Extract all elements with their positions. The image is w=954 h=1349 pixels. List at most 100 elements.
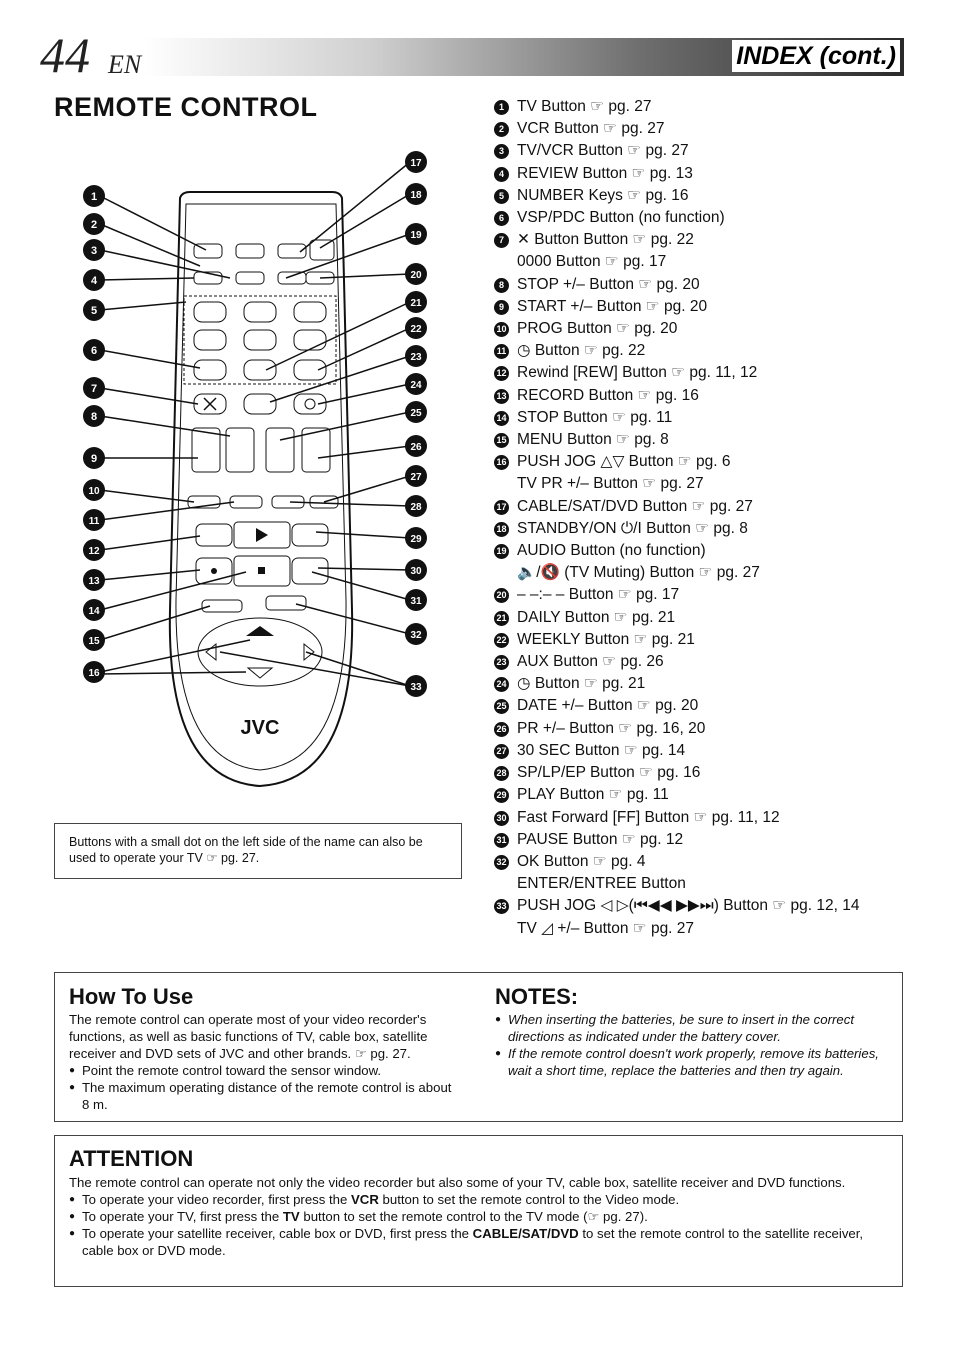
svg-text:9: 9 — [91, 453, 97, 465]
index-number-badge: 26 — [494, 721, 509, 737]
record-icon — [211, 568, 217, 574]
stop-icon — [258, 567, 265, 574]
index-item-text: PLAY Button ☞ pg. 11 — [517, 786, 669, 804]
index-item: 20– –:– – Button ☞ pg. 17 — [494, 584, 914, 606]
svg-text:19: 19 — [410, 230, 422, 241]
index-item-text: NUMBER Keys ☞ pg. 16 — [517, 186, 689, 204]
jog-down-icon — [246, 667, 274, 679]
index-number-badge: 10 — [494, 322, 509, 338]
how-to-use: How To Use The remote control can operat… — [69, 983, 455, 1113]
attention-text-part: button to set the remote control to the … — [378, 1192, 680, 1207]
svg-text:11: 11 — [89, 516, 100, 527]
index-item-text: 🔈/🔇 (TV Muting) Button ☞ pg. 27 — [517, 564, 760, 582]
index-item: TV ◿ +/– Button ☞ pg. 27 — [494, 918, 914, 940]
leader-lines — [99, 161, 411, 687]
clock-icon — [304, 398, 316, 410]
index-number-badge: 24 — [494, 677, 509, 693]
index-number-badge: 16 — [494, 455, 509, 471]
index-item: 26 PR +/– Button ☞ pg. 16, 20 — [494, 718, 914, 740]
index-item-text: CABLE/SAT/DVD Button ☞ pg. 27 — [517, 497, 753, 515]
svg-text:28: 28 — [410, 502, 422, 513]
attention-text-part: To operate your video recorder, first pr… — [82, 1192, 352, 1207]
rocker — [225, 427, 255, 473]
rocker — [191, 427, 221, 473]
index-item-text: START +/– Button ☞ pg. 20 — [517, 297, 708, 315]
index-item-text: PROG Button ☞ pg. 20 — [517, 320, 678, 338]
index-number-badge: 1 — [494, 100, 509, 115]
jog-ring — [197, 617, 323, 687]
attention-title: ATTENTION — [69, 1146, 194, 1171]
index-number-badge: 21 — [494, 610, 509, 626]
ff-btn — [291, 523, 329, 547]
header-bar: INDEX (cont.) — [144, 38, 904, 76]
header-title: INDEX (cont.) — [732, 40, 900, 72]
index-item: 9 START +/– Button ☞ pg. 20 — [494, 296, 914, 318]
attention-key: CABLE/SAT/DVD — [472, 1226, 579, 1241]
index-number-badge: 7 — [494, 233, 509, 249]
timer-key — [293, 393, 327, 415]
index-item: 11◷ Button ☞ pg. 22 — [494, 340, 914, 362]
index-number-badge: 12 — [494, 366, 509, 382]
index-item-text: STOP Button ☞ pg. 11 — [517, 408, 673, 426]
pause-btn — [291, 557, 329, 585]
index-item-text: VSP/PDC Button (no function) — [517, 209, 725, 227]
number-key — [193, 329, 227, 351]
notes-bullet: If the remote control doesn't work prope… — [495, 1045, 895, 1079]
index-item-text: SP/LP/EP Button ☞ pg. 16 — [517, 764, 701, 782]
index-number-badge: 9 — [494, 299, 509, 315]
index-number-badge: 33 — [494, 899, 509, 915]
index-item-text: – –:– – Button ☞ pg. 17 — [517, 586, 680, 604]
number-key — [243, 301, 277, 323]
index-number-badge: 15 — [494, 433, 509, 449]
attention-bullet: To operate your video recorder, first pr… — [69, 1191, 888, 1208]
index-number-badge: 5 — [494, 188, 509, 204]
svg-text:20: 20 — [410, 270, 422, 281]
ok-btn — [265, 595, 307, 611]
index-item-text: PR +/– Button ☞ pg. 16, 20 — [517, 719, 706, 737]
index-item-text: DATE +/– Button ☞ pg. 20 — [517, 697, 699, 715]
standby-btn — [309, 239, 335, 261]
rocker — [301, 427, 331, 473]
attention-bullet: To operate your satellite receiver, cabl… — [69, 1225, 888, 1259]
index-item-text: ◷ Button ☞ pg. 22 — [517, 342, 646, 360]
index-number-badge: 22 — [494, 632, 509, 648]
svg-text:13: 13 — [88, 576, 100, 587]
index-item-text: RECORD Button ☞ pg. 16 — [517, 386, 699, 404]
index-item: 7✕ Button Button ☞ pg. 22 — [494, 229, 914, 251]
index-item-text: 30 SEC Button ☞ pg. 14 — [517, 741, 686, 759]
index-number-badge: 29 — [494, 788, 509, 804]
index-item: 21 DAILY Button ☞ pg. 21 — [494, 607, 914, 629]
remote-btn — [235, 243, 265, 259]
index-item-text: PUSH JOG △▽ Button ☞ pg. 6 — [517, 453, 731, 471]
svg-text:7: 7 — [91, 383, 97, 395]
callouts-left: 1 2 3 4 5 6 7 8 9 10 11 12 13 14 15 16 — [83, 185, 105, 683]
x-icon — [203, 397, 217, 411]
svg-text:12: 12 — [88, 546, 100, 557]
page-number: 44 — [40, 27, 90, 83]
attention-text-part: button to set the remote control to the … — [299, 1209, 648, 1224]
svg-text:26: 26 — [410, 442, 422, 453]
number-key — [243, 359, 277, 381]
index-item-text: VCR Button ☞ pg. 27 — [517, 120, 665, 138]
index-item: 24◷ Button ☞ pg. 21 — [494, 673, 914, 695]
section-title: REMOTE CONTROL — [54, 92, 318, 122]
index-number-badge: 17 — [494, 499, 509, 515]
notes-bullet: When inserting the batteries, be sure to… — [495, 1011, 895, 1045]
index-number-badge: 31 — [494, 832, 509, 848]
index-item-text: DAILY Button ☞ pg. 21 — [517, 608, 676, 626]
svg-text:14: 14 — [88, 606, 100, 617]
how-to-use-bullet: The maximum operating distance of the re… — [69, 1079, 455, 1113]
remote-btn — [277, 271, 307, 285]
